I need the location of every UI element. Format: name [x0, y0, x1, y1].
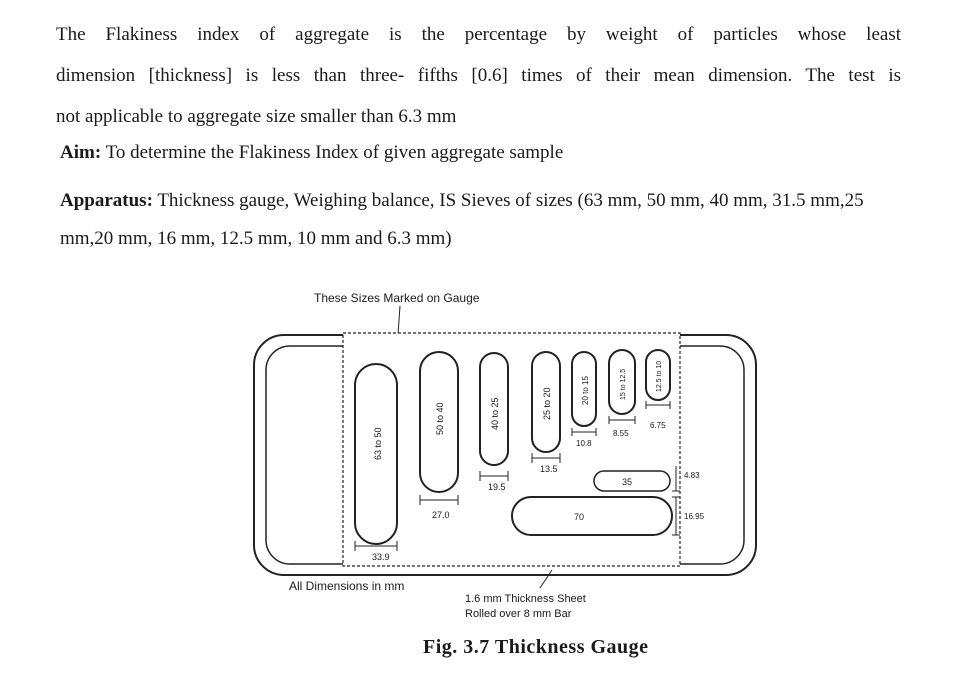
- sheet-note-line-1: 1.6 mm Thickness Sheet: [465, 593, 586, 605]
- width-33-9: 33.9: [372, 552, 390, 562]
- slot-label-15-to-12-5: 15 to 12.5: [620, 369, 627, 400]
- apparatus-paragraph: Apparatus: Thickness gauge, Weighing bal…: [60, 182, 905, 258]
- slot-length-70: [511, 496, 673, 536]
- gauge-plate: [342, 332, 681, 567]
- width-19-5: 19.5: [488, 482, 506, 492]
- slot-label-63-to-50: 63 to 50: [373, 427, 383, 460]
- slot-25-to-20: [531, 351, 561, 453]
- slot-label-20-to-15: 20 to 15: [581, 376, 590, 405]
- slot-50-to-40: [419, 351, 459, 493]
- slot-12-5-to-10: [645, 349, 671, 401]
- slot-label-12-5-to-10: 12.5 to 10: [656, 361, 663, 392]
- sheet-note-line-2: Rolled over 8 mm Bar: [465, 608, 572, 620]
- apparatus-label: Apparatus:: [60, 190, 153, 211]
- height-4-83: 4.83: [684, 471, 700, 480]
- thickness-gauge-figure: These Sizes Marked on Gauge 63 to 50 50 …: [253, 291, 757, 620]
- width-8-55: 8.55: [613, 429, 629, 438]
- height-16-95: 16.95: [684, 512, 705, 521]
- slot-20-to-15: [571, 351, 597, 427]
- figure-caption: Fig. 3.7 Thickness Gauge: [423, 636, 649, 658]
- width-dimension-lines: [354, 401, 680, 551]
- slot-label-25-to-20: 25 to 20: [542, 387, 552, 420]
- dimensions-note: All Dimensions in mm: [289, 579, 404, 593]
- slot-40-to-25: [479, 352, 509, 466]
- sheet-note-leader: [539, 569, 553, 589]
- apparatus-text: Thickness gauge, Weighing balance, IS Si…: [60, 190, 864, 249]
- intro-line-2: dimension [thickness] is less than three…: [56, 65, 901, 86]
- intro-line-3: not applicable to aggregate size smaller…: [56, 106, 457, 127]
- top-note: These Sizes Marked on Gauge: [314, 291, 480, 305]
- width-27-0: 27.0: [432, 510, 450, 520]
- width-10-8: 10.8: [576, 439, 592, 448]
- aim-label: Aim:: [60, 142, 102, 163]
- slot-63-to-50: [354, 363, 398, 545]
- slot-length-35: [593, 470, 671, 492]
- length-70: 70: [574, 512, 584, 522]
- width-6-75: 6.75: [650, 421, 666, 430]
- intro-line-1: The Flakiness index of aggregate is the …: [56, 24, 901, 45]
- slot-label-40-to-25: 40 to 25: [490, 397, 500, 430]
- aim-line: Aim: To determine the Flakiness Index of…: [60, 142, 563, 164]
- slot-15-to-12-5: [608, 349, 636, 415]
- slot-label-50-to-40: 50 to 40: [435, 402, 445, 435]
- aim-text: To determine the Flakiness Index of give…: [101, 142, 564, 163]
- length-35: 35: [622, 477, 632, 487]
- width-13-5: 13.5: [540, 464, 558, 474]
- intro-paragraph: The Flakiness index of aggregate is the …: [56, 14, 901, 137]
